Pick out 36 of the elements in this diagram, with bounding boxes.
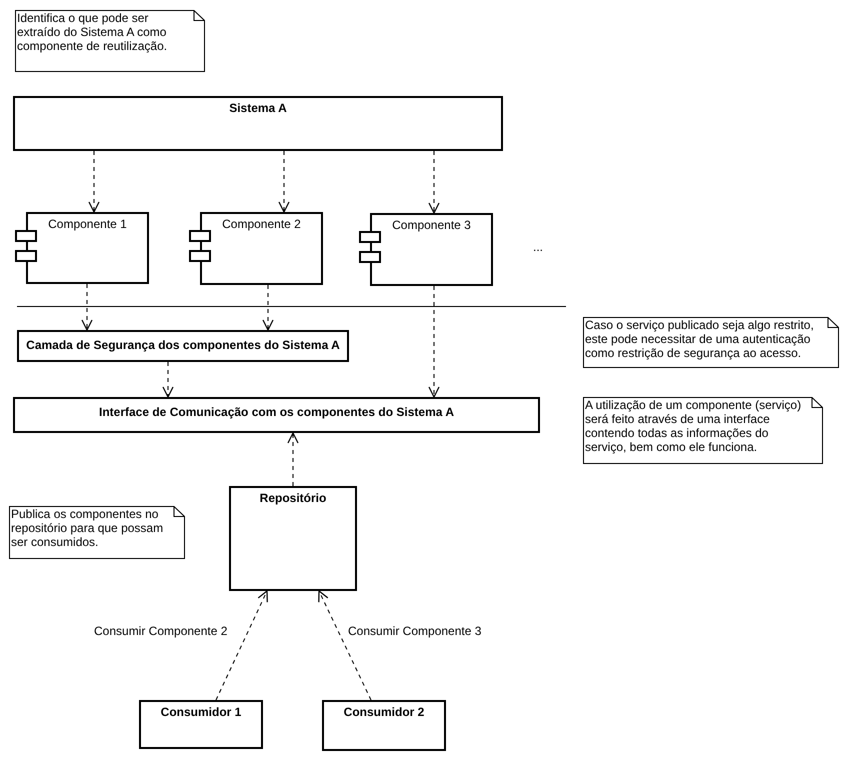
note-text: Publica os componentes no repositório para que possam ser consumidos. xyxy=(10,506,164,549)
note-text: A utilização de um componente (serviço) será feito através de uma interface contendo todas as informações do serviço, bem como ele funciona. xyxy=(584,397,802,454)
box-title: Componente 1 xyxy=(48,217,127,231)
block-box xyxy=(13,96,503,151)
ellipsis-text: ... xyxy=(533,240,544,254)
edge-label: Consumir Componente 3 xyxy=(348,624,482,638)
box-title: Consumidor 1 xyxy=(160,705,242,719)
box-title: Componente 2 xyxy=(222,217,301,231)
note-box xyxy=(583,397,823,464)
box-title: Camada de Segurança dos componentes do Sistema A xyxy=(26,338,340,352)
dependency-arrow xyxy=(318,590,372,700)
block-box xyxy=(229,486,357,591)
box-title: Consumidor 2 xyxy=(344,705,424,719)
layer-box xyxy=(13,397,540,433)
note-box xyxy=(583,317,839,368)
dependency-arrow xyxy=(428,286,440,398)
note-text: Caso o serviço publicado seja algo restrito, este pode necessitar de uma autenticação como restrição de segurança ao acesso. xyxy=(584,317,815,360)
box-title: Repositório xyxy=(260,491,326,505)
dependency-arrow xyxy=(216,590,268,700)
dependency-arrow xyxy=(428,150,440,214)
note-box xyxy=(9,506,185,559)
note-box xyxy=(15,10,205,72)
box-title: Interface de Comunicação com os componentes do Sistema A xyxy=(99,405,454,419)
dependency-arrow xyxy=(287,432,299,486)
box-title: Componente 3 xyxy=(392,218,471,232)
dependency-arrow xyxy=(81,284,93,331)
block-box xyxy=(139,700,263,749)
box-title: Sistema A xyxy=(229,101,287,115)
dependency-arrow xyxy=(278,150,290,213)
dependency-arrow xyxy=(88,150,100,213)
dependency-arrow xyxy=(162,362,174,398)
note-text: Identifica o que pode ser extraído do Sistema A como componente de reutilização. xyxy=(16,10,168,53)
block-box xyxy=(322,700,446,751)
dependency-arrow xyxy=(262,284,274,331)
edge-label: Consumir Componente 2 xyxy=(94,624,228,638)
layer-box xyxy=(17,330,349,362)
